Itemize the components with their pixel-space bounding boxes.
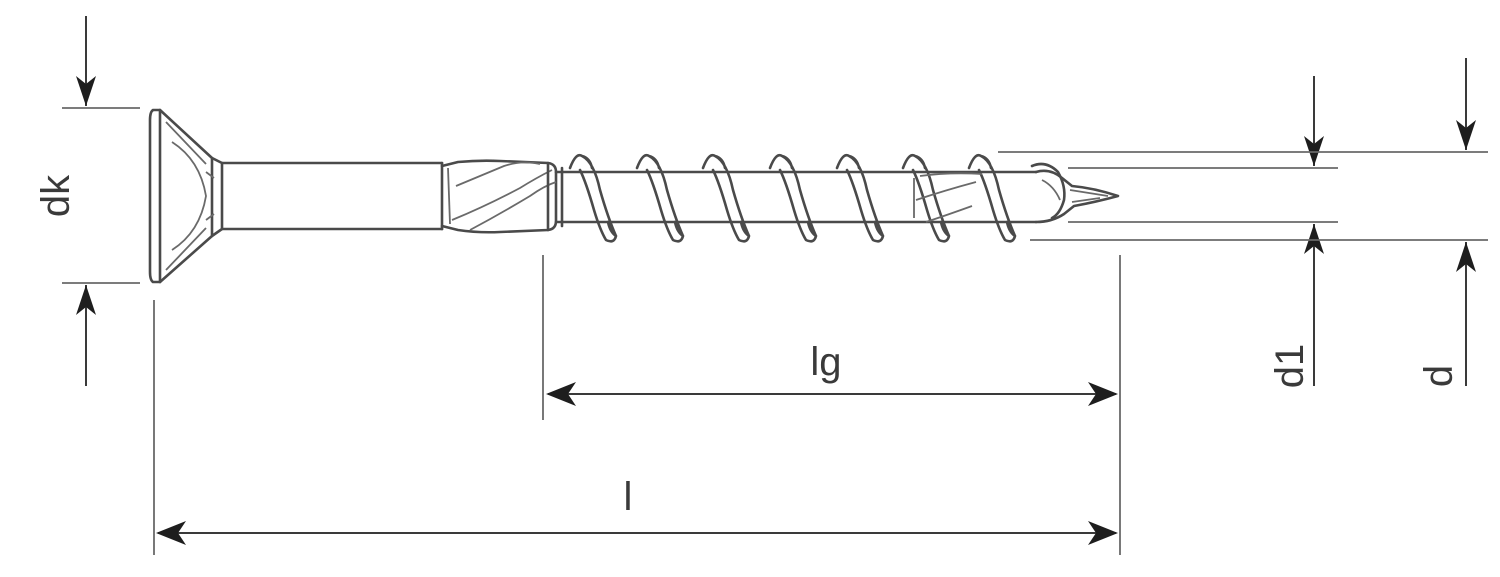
dimension-d1: d1 xyxy=(1068,76,1338,388)
d1-arrow-bottom xyxy=(1304,224,1324,254)
d-arrow-bottom xyxy=(1456,242,1476,272)
dk-arrow-top xyxy=(76,76,96,106)
dimension-lg: lg xyxy=(542,255,1121,555)
threaded-section xyxy=(554,153,1038,243)
d-label: d xyxy=(1417,365,1461,387)
d1-arrow-top xyxy=(1304,136,1324,166)
lg-label: lg xyxy=(810,340,841,384)
screw-shank xyxy=(220,161,444,231)
d1-label: d1 xyxy=(1268,344,1312,389)
dimension-l: l xyxy=(153,300,1118,555)
lg-arrow-left xyxy=(546,382,576,406)
l-arrow-right xyxy=(1088,521,1118,545)
dk-arrow-bottom xyxy=(76,285,96,315)
thread-flights xyxy=(568,153,1017,243)
d-arrow-top xyxy=(1456,120,1476,150)
lg-arrow-right xyxy=(1088,382,1118,406)
milling-section xyxy=(440,159,558,234)
dk-label: dk xyxy=(34,174,78,217)
dimension-dk: dk xyxy=(34,16,140,386)
dimension-d: d xyxy=(998,58,1488,387)
screw-head xyxy=(148,108,224,284)
screw-tip xyxy=(1030,162,1120,224)
l-arrow-left xyxy=(156,521,186,545)
l-label: l xyxy=(624,475,633,519)
